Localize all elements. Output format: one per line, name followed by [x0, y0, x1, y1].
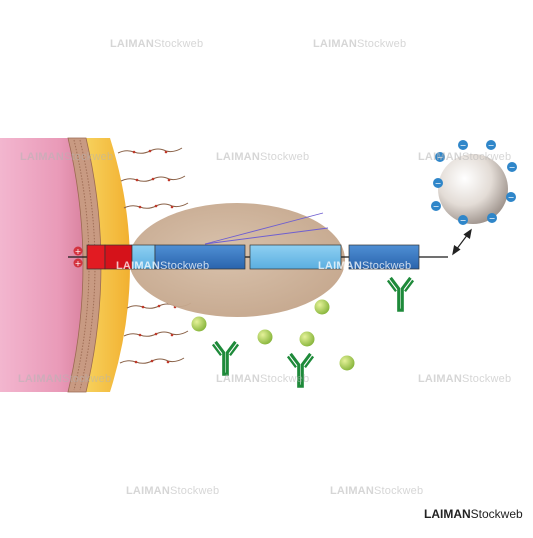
bead-icon — [438, 154, 508, 224]
svg-text:−: − — [437, 153, 444, 162]
svg-text:−: − — [460, 141, 467, 150]
segment-blue-1 — [154, 244, 246, 270]
minus-charge-icon: − — [458, 215, 468, 225]
plus-charges: + + — [73, 246, 83, 268]
svg-text:−: − — [508, 193, 515, 202]
minus-charge-icon: − — [431, 201, 441, 211]
fibers — [204, 212, 329, 245]
antigen-bead-icon — [314, 299, 330, 315]
segment-light-blue-2 — [249, 244, 342, 270]
antigen-bead-icon — [191, 316, 207, 332]
svg-text:−: − — [509, 163, 516, 172]
antigen-beads — [191, 299, 355, 371]
segment-red-1 — [86, 244, 106, 270]
plus-charge-icon — [73, 246, 83, 256]
antigen-bead-icon — [339, 355, 355, 371]
antibody-icon — [287, 352, 314, 388]
svg-text:−: − — [489, 214, 496, 223]
segment-light-blue-1 — [131, 244, 156, 270]
cell-cytoplasm — [0, 138, 85, 392]
svg-text:+: + — [75, 259, 82, 268]
antigen-bead-icon — [257, 329, 273, 345]
plus-charge-icon — [73, 258, 83, 268]
cell-membrane — [67, 137, 102, 393]
brand-logo: LAIMANStockweb — [424, 507, 523, 521]
antibody-icon — [387, 276, 414, 312]
svg-text:+: + — [75, 247, 82, 256]
minus-charges: − − − − − − − − − — [431, 140, 517, 225]
minus-charge-icon: − — [433, 178, 443, 188]
cell — [0, 137, 130, 393]
svg-text:−: − — [488, 141, 495, 150]
segment-red-2 — [104, 244, 133, 270]
svg-text:−: − — [435, 179, 442, 188]
chain-dots — [132, 149, 177, 364]
antibody-icon — [212, 340, 239, 376]
minus-charge-icon: − — [506, 192, 516, 202]
minus-charge-icon: − — [487, 213, 497, 223]
minus-charge-icon: − — [458, 140, 468, 150]
minus-charge-icon: − — [435, 152, 445, 162]
antigen-bead-icon — [299, 331, 315, 347]
svg-text:−: − — [433, 202, 440, 211]
svg-text:−: − — [460, 216, 467, 225]
minus-charge-icon: − — [486, 140, 496, 150]
minus-charge-icon: − — [507, 162, 517, 172]
segment-blue-2 — [348, 244, 420, 270]
double-arrow-icon — [452, 228, 472, 256]
